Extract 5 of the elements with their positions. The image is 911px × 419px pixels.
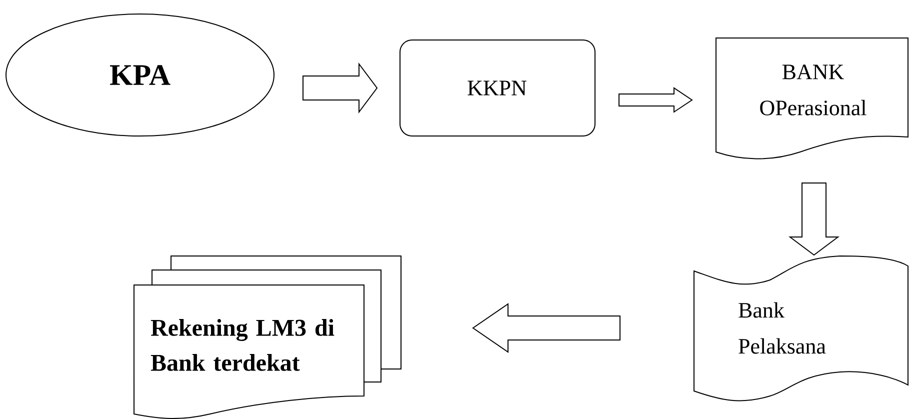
block-arrow: [618, 87, 693, 113]
block-arrow: [472, 303, 620, 353]
block-arrow: [788, 182, 840, 256]
block-arrow: [302, 62, 378, 114]
rounded-box: KKPN: [400, 40, 596, 136]
